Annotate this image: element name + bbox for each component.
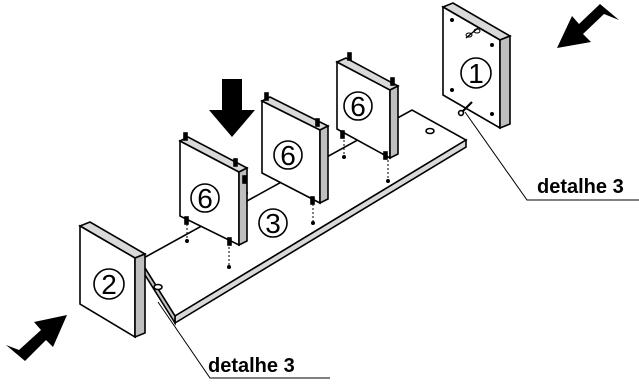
base-hole-left <box>153 283 163 291</box>
base-hole-right <box>425 127 435 135</box>
panel-6-middle-badge <box>273 140 303 170</box>
arrow-top-center <box>209 79 255 137</box>
leader-detail-top-right <box>464 111 639 201</box>
panel-1 <box>441 2 512 130</box>
part-label-1: 1 <box>468 58 484 89</box>
callout-detail-top-right: detalhe 3 <box>537 176 624 198</box>
panel-6-left <box>178 132 249 247</box>
part-label-3: 3 <box>265 208 281 239</box>
panel-2-badge <box>93 268 125 300</box>
leader-detail-bottom <box>157 301 330 379</box>
base-board <box>138 109 468 326</box>
panel-6-middle <box>242 92 330 205</box>
callout-detail-bottom: detalhe 3 <box>208 355 295 377</box>
part-label-6-right: 6 <box>350 91 366 122</box>
panel-2 <box>78 221 147 339</box>
panel-1-badge <box>460 57 492 89</box>
panel-6-right <box>335 52 400 160</box>
panel-6-left-badge <box>190 183 220 213</box>
callout-leaders <box>157 111 639 379</box>
panel-6-right-badge <box>343 91 373 121</box>
part-label-6-middle: 6 <box>280 140 296 171</box>
arrow-bottom-left <box>6 315 67 361</box>
arrow-top-right <box>557 4 619 48</box>
part-3-badge <box>258 208 288 238</box>
part-label-2: 2 <box>101 269 117 300</box>
part-label-6-left: 6 <box>197 183 213 214</box>
